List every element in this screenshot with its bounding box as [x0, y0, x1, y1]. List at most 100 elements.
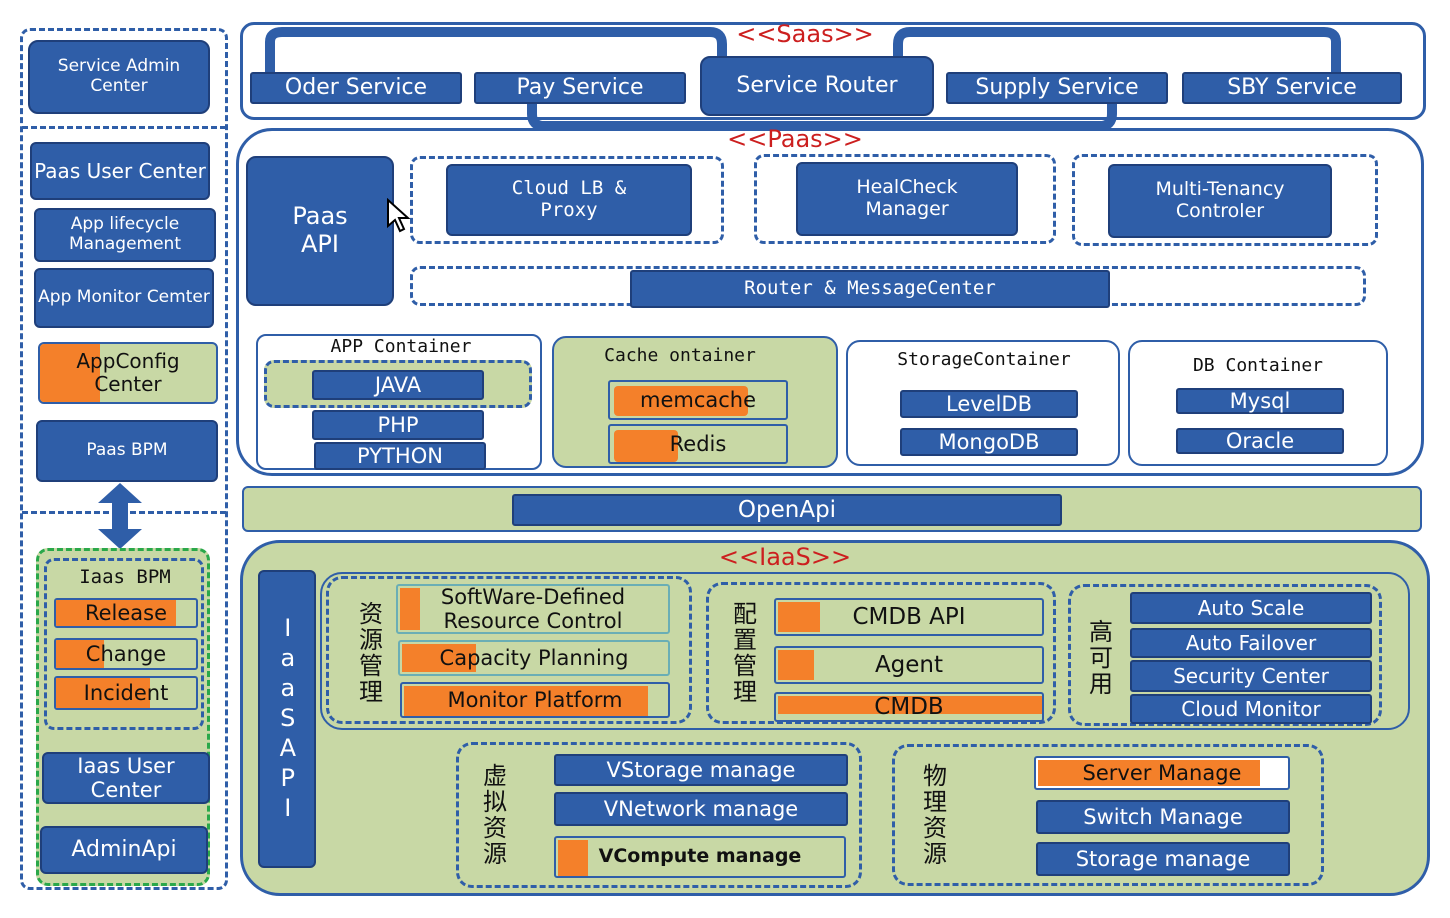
memcache[interactable]: memcache: [608, 380, 788, 420]
paas-layer: [236, 128, 1424, 476]
iaas-api-label: IaaSAPI: [273, 614, 302, 824]
cache-container-title: Cache ontainer: [604, 344, 756, 366]
incident-item[interactable]: Incident: [54, 676, 198, 710]
openapi-label: OpenApi: [737, 496, 837, 523]
capacity-planning[interactable]: Capacity Planning: [398, 640, 670, 676]
oder-service[interactable]: Oder Service: [250, 72, 462, 104]
vcompute-manage[interactable]: VCompute manage: [554, 836, 846, 878]
change-orange-marker: [56, 640, 104, 668]
physical-resource-group: [892, 744, 1324, 886]
java-runtime[interactable]: JAVA: [312, 370, 484, 400]
monitor-label: Monitor Platform: [447, 687, 623, 712]
bidirectional-arrow-icon: [98, 483, 142, 549]
cloud-lb-proxy[interactable]: Cloud LB & Proxy: [446, 164, 692, 236]
python-runtime[interactable]: PYTHON: [314, 442, 486, 470]
sby-service-label: SBY Service: [1227, 75, 1357, 101]
healthcheck-manager[interactable]: HealCheck Manager: [796, 162, 1018, 236]
redis-orange-marker: [614, 430, 678, 462]
app-config-orange-marker: [40, 344, 100, 402]
server-label: Server Manage: [1082, 760, 1242, 785]
vstorage-manage[interactable]: VStorage manage: [554, 754, 848, 786]
sby-service[interactable]: SBY Service: [1182, 72, 1402, 104]
db-container-title: DB Container: [1192, 354, 1324, 376]
sdrc-orange-marker: [400, 588, 420, 630]
oracle[interactable]: Oracle: [1176, 428, 1344, 454]
storage-manage[interactable]: Storage manage: [1036, 842, 1290, 876]
redis[interactable]: Redis: [608, 424, 788, 464]
mysql[interactable]: Mysql: [1176, 388, 1344, 414]
storage-container-title: StorageContainer: [897, 348, 1071, 370]
switch-manage[interactable]: Switch Manage: [1036, 800, 1290, 834]
cloud-monitor-label: Cloud Monitor: [1181, 696, 1321, 721]
security-center-label: Security Center: [1173, 663, 1329, 688]
mouse-cursor-icon: [387, 198, 410, 233]
security-center[interactable]: Security Center: [1130, 660, 1372, 692]
mongodb[interactable]: MongoDB: [900, 428, 1078, 456]
cmdb-api[interactable]: CMDB API: [774, 598, 1044, 636]
iaas-user-center[interactable]: Iaas User Center: [42, 752, 210, 804]
service-router[interactable]: Service Router: [700, 56, 934, 116]
cmdb-api-label: CMDB API: [852, 603, 966, 630]
auto-scale-label: Auto Scale: [1197, 595, 1305, 620]
paas-api[interactable]: Paas API: [246, 156, 394, 306]
java-label: JAVA: [374, 372, 422, 397]
monitor-platform[interactable]: Monitor Platform: [400, 682, 670, 718]
php-runtime[interactable]: PHP: [312, 410, 484, 440]
openapi[interactable]: OpenApi: [512, 494, 1062, 526]
vnetwork-label: VNetwork manage: [603, 796, 799, 821]
router-message-center[interactable]: Router & MessageCenter: [630, 270, 1110, 308]
app-config-center[interactable]: AppConfig Center: [38, 342, 218, 404]
ha-group: [1068, 584, 1382, 726]
app-container-title: APP Container: [330, 335, 472, 357]
left-divider-top: [22, 126, 226, 129]
iaas-api[interactable]: IaaSAPI: [258, 570, 316, 868]
server-manage[interactable]: Server Manage: [1034, 756, 1290, 790]
config-mgmt-group: [706, 582, 1056, 724]
cmdb-orange-marker: [778, 696, 1042, 714]
server-orange-marker: [1038, 760, 1260, 786]
cloud-lb-label: Cloud LB & Proxy: [511, 177, 627, 221]
healthcheck-label: HealCheck Manager: [856, 176, 958, 220]
ha-label: 高可用: [1084, 619, 1113, 697]
app-monitor-center[interactable]: App Monitor Cemter: [34, 268, 214, 328]
paas-user-center[interactable]: Paas User Center: [30, 142, 210, 200]
admin-api[interactable]: AdminApi: [40, 826, 208, 874]
agent[interactable]: Agent: [774, 646, 1044, 684]
multi-tenancy-label: Multi-Tenancy Controler: [1155, 178, 1285, 222]
vcompute-orange-marker: [558, 840, 588, 876]
change-label: Change: [85, 641, 167, 666]
paas-user-center-label: Paas User Center: [34, 158, 206, 183]
sdrc-item[interactable]: SoftWare-Defined Resource Control: [396, 584, 670, 634]
vnetwork-manage[interactable]: VNetwork manage: [554, 792, 848, 826]
app-lifecycle-label: App lifecycle Management: [69, 214, 181, 254]
sdrc-label: SoftWare-Defined Resource Control: [440, 584, 626, 633]
agent-orange-marker: [778, 650, 814, 680]
auto-failover[interactable]: Auto Failover: [1130, 628, 1372, 658]
capacity-label: Capacity Planning: [439, 645, 629, 670]
mongodb-label: MongoDB: [938, 429, 1040, 454]
supply-service-label: Supply Service: [975, 75, 1139, 101]
release-item[interactable]: Release: [54, 598, 198, 628]
paas-bpm[interactable]: Paas BPM: [36, 420, 218, 482]
auto-scale[interactable]: Auto Scale: [1130, 592, 1372, 624]
pay-service[interactable]: Pay Service: [474, 72, 686, 104]
cmdb[interactable]: CMDB: [774, 692, 1044, 722]
iaas-top-group: [320, 572, 1410, 730]
virtual-resource-label: 虚拟资源: [478, 763, 507, 867]
python-label: PYTHON: [357, 443, 443, 468]
router-message-label: Router & MessageCenter: [744, 277, 996, 300]
switch-label: Switch Manage: [1083, 804, 1243, 829]
memcache-label: memcache: [639, 387, 757, 412]
change-item[interactable]: Change: [54, 638, 198, 670]
iaas-bpm-group: [44, 558, 204, 730]
app-lifecycle-management[interactable]: App lifecycle Management: [34, 208, 216, 262]
multi-tenancy-controller[interactable]: Multi-Tenancy Controler: [1108, 164, 1332, 238]
cloud-monitor[interactable]: Cloud Monitor: [1130, 694, 1372, 724]
service-admin-center[interactable]: Service Admin Center: [28, 40, 210, 114]
supply-service[interactable]: Supply Service: [946, 72, 1168, 104]
incident-label: Incident: [83, 680, 169, 705]
oracle-label: Oracle: [1225, 428, 1295, 453]
storage-label: Storage manage: [1075, 846, 1251, 871]
leveldb[interactable]: LevelDB: [900, 390, 1078, 418]
resource-mgmt-group: [326, 576, 692, 724]
